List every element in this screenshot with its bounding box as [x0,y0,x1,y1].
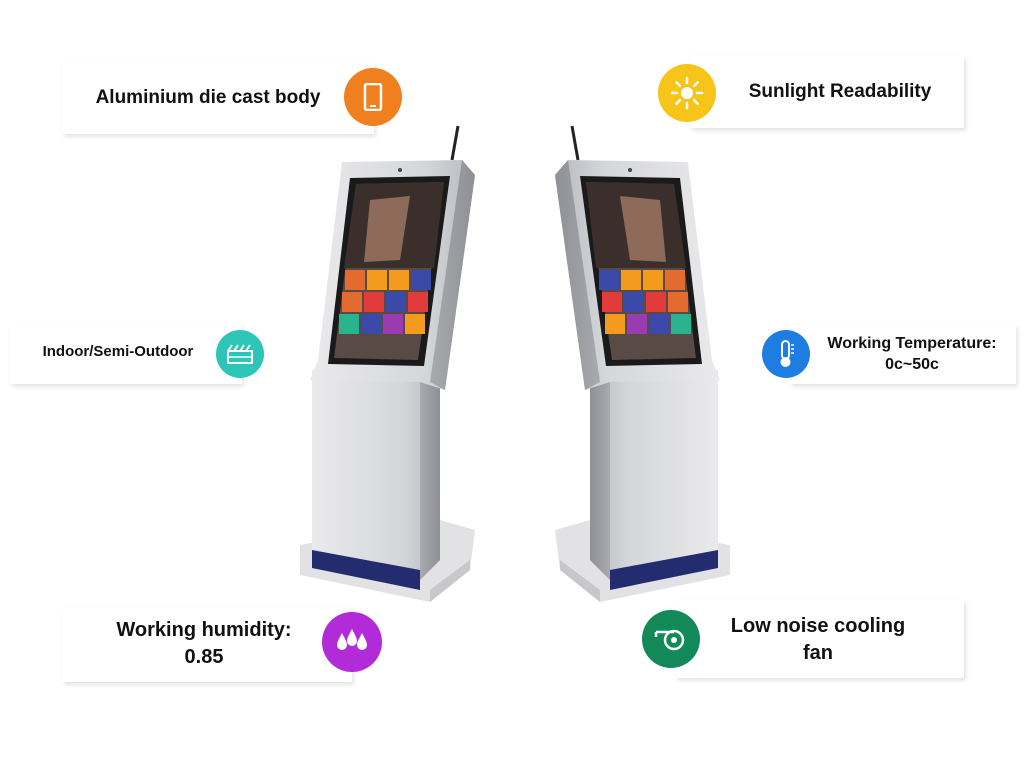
kiosk-left-image [300,125,475,602]
thermometer-icon [762,330,810,378]
feature-card-indoor [10,324,242,384]
fan-whistle-icon [642,610,700,668]
feature-card-sunlight [690,56,964,128]
kiosk-right-image [555,125,730,602]
feature-card-temperature [790,324,1016,384]
feature-card-cooling [676,600,964,678]
sun-icon [658,64,716,122]
feature-label-indoor: Indoor/Semi-Outdoor [42,343,194,360]
feature-label-temperature-line2: 0c~50c [885,356,939,373]
water-drops-icon [322,612,382,672]
feature-label-body: Aluminium die cast body [95,87,321,108]
phone-icon [344,68,402,126]
feature-card-humidity [62,608,352,682]
feature-label-cooling-line1: Low noise cooling [730,615,906,637]
feature-label-humidity-line2: 0.85 [184,646,224,668]
feature-label-humidity-line1: Working humidity: [116,619,292,641]
feature-label-cooling-line2: fan [803,642,833,664]
house-icon [216,330,264,378]
feature-label-temperature-line1: Working Temperature: [827,335,997,352]
feature-card-body [62,62,374,134]
feature-label-sunlight: Sunlight Readability [748,81,932,102]
